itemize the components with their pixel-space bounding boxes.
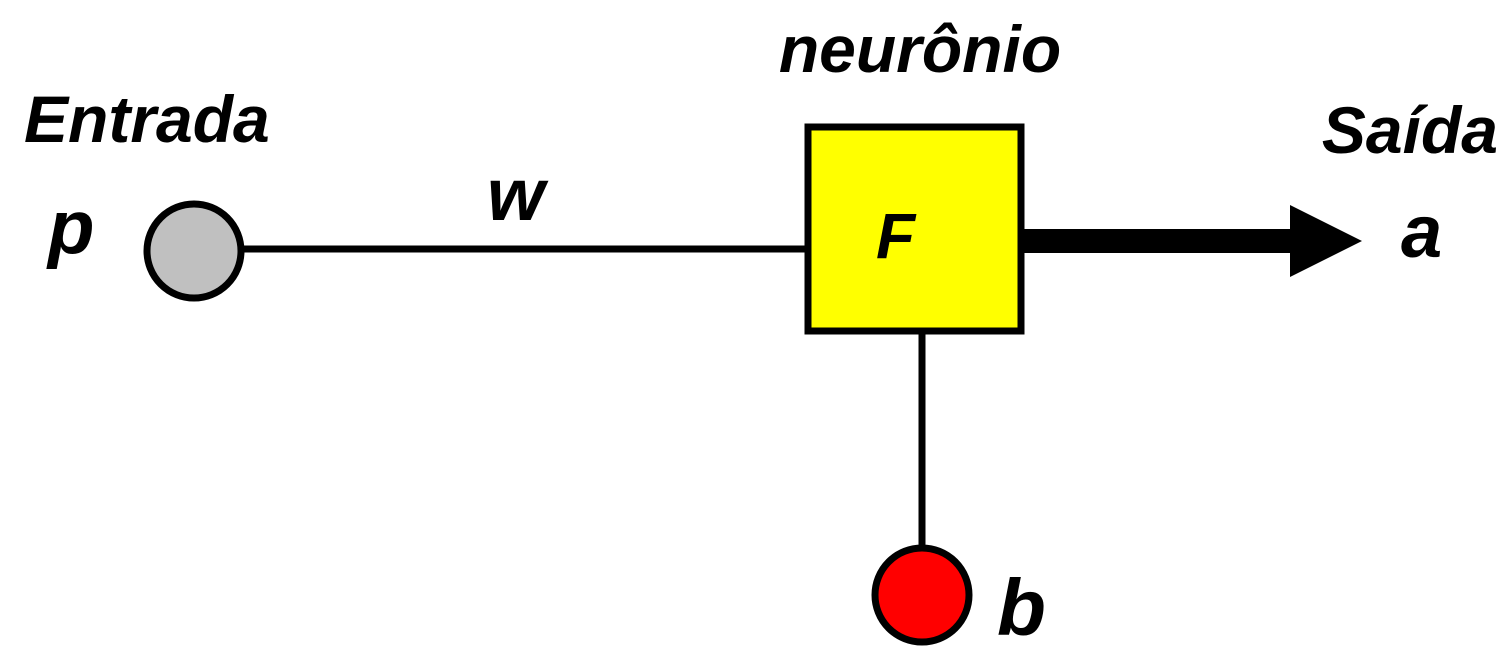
input-variable-label: p [46, 185, 94, 270]
output-variable-label: a [1401, 190, 1442, 273]
bias-node [871, 544, 973, 646]
output-arrow-shaft [1020, 229, 1295, 253]
output-heading: Saída [1322, 93, 1498, 167]
input-node [143, 200, 245, 302]
input-heading: Entrada [24, 82, 270, 156]
function-label: F [876, 200, 917, 272]
weight-label: w [487, 153, 549, 236]
neuron-label: neurônio [779, 12, 1061, 86]
bias-label: b [997, 563, 1046, 652]
output-arrow-head [1290, 205, 1362, 277]
neuron-box [804, 123, 1025, 335]
